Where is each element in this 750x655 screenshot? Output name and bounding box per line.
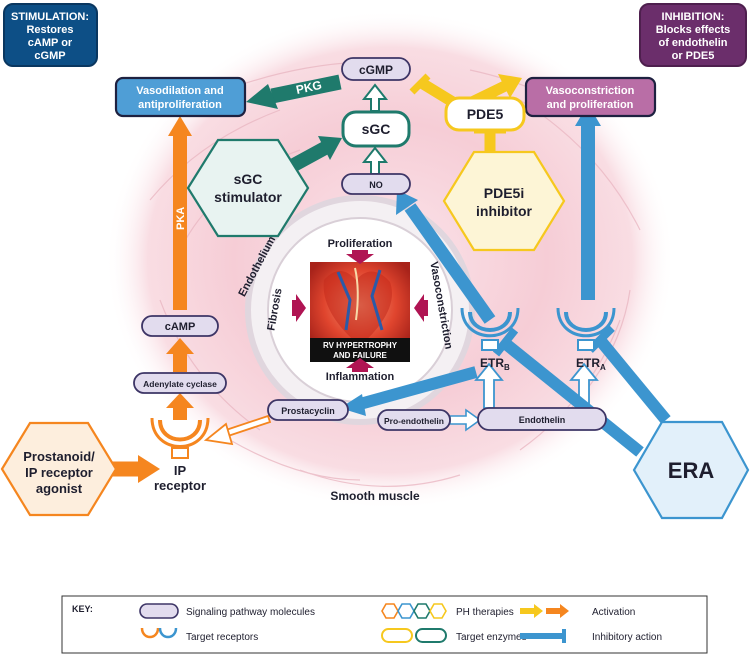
- key-legend: KEY: Signaling pathway molecules Target …: [61, 595, 708, 654]
- pka-label: PKA: [175, 207, 187, 230]
- svg-text:Inhibitory action: Inhibitory action: [592, 632, 662, 643]
- key-receptor-swatch: [140, 627, 178, 639]
- svg-text:cAMP or: cAMP or: [28, 37, 73, 49]
- svg-text:Activation: Activation: [592, 607, 635, 618]
- prostacyclin-to-ip-arrow: [203, 414, 272, 446]
- svg-text:IP: IP: [174, 463, 187, 478]
- center-pointer-arrows: [292, 250, 428, 372]
- svg-text:of endothelin: of endothelin: [658, 37, 727, 49]
- cgmp-pill: cGMP: [341, 57, 411, 81]
- svg-text:Vasodilation and: Vasodilation and: [136, 85, 223, 97]
- svg-text:STIMULATION:: STIMULATION:: [11, 11, 89, 23]
- svg-text:or PDE5: or PDE5: [672, 50, 715, 62]
- smooth-muscle-label: Smooth muscle: [330, 489, 420, 503]
- svg-text:Restores: Restores: [26, 24, 73, 36]
- svg-text:ETRA: ETRA: [576, 356, 606, 372]
- svg-text:PDE5: PDE5: [467, 106, 504, 122]
- svg-text:and proliferation: and proliferation: [547, 99, 634, 111]
- era-hexagon: ERA: [632, 420, 750, 520]
- adenylate-to-camp-arrow: [166, 338, 194, 372]
- sgc-enzyme: sGC: [341, 110, 411, 148]
- inhibition-callout: INHIBITION: Blocks effects of endothelin…: [639, 3, 747, 67]
- endothelin-to-etrb-arrow: [474, 362, 504, 409]
- svg-text:cGMP: cGMP: [359, 63, 393, 77]
- svg-text:Prostanoid/: Prostanoid/: [23, 449, 95, 464]
- camp-pill: cAMP: [141, 315, 219, 337]
- sgc-stimulator-hexagon: sGC stimulator: [186, 138, 310, 238]
- ip-receptor: IP receptor: [150, 417, 210, 493]
- key-activation-swatch: [520, 604, 569, 618]
- svg-text:RV HYPERTROPHY: RV HYPERTROPHY: [323, 341, 398, 350]
- etrb-to-prostacyclin-arrow: [340, 366, 478, 416]
- vasodilation-box: Vasodilation and antiproliferation: [114, 76, 247, 118]
- pro-endothelin-pill: Pro-endothelin: [377, 409, 451, 431]
- pka-activation-arrow: PKA: [168, 116, 192, 310]
- svg-text:Target receptors: Target receptors: [186, 632, 258, 643]
- no-to-sgc-arrow: [361, 146, 389, 175]
- vasoconstriction-box: Vasoconstriction and proliferation: [524, 76, 657, 118]
- etrb-receptor: ETRB: [460, 307, 520, 372]
- svg-text:PH therapies: PH therapies: [456, 607, 514, 618]
- svg-text:stimulator: stimulator: [214, 189, 282, 205]
- svg-text:Blocks effects: Blocks effects: [656, 24, 731, 36]
- ip-to-adenylate-arrow: [166, 393, 194, 420]
- sgc-stimulator-activation-arrow: [288, 136, 342, 173]
- svg-text:Signaling pathway molecules: Signaling pathway molecules: [186, 607, 315, 618]
- key-therapy-swatch: [381, 603, 447, 619]
- pde5i-inhibitor-hexagon: PDE5i inhibitor: [442, 150, 566, 252]
- heart-illustration: RV HYPERTROPHY AND FAILURE: [310, 262, 410, 362]
- smooth-muscle-background: [105, 10, 675, 510]
- svg-text:Adenylate cyclase: Adenylate cyclase: [143, 379, 217, 389]
- svg-text:NO: NO: [369, 180, 383, 190]
- svg-text:AND FAILURE: AND FAILURE: [333, 351, 387, 360]
- key-inhibition-swatch: [520, 629, 566, 643]
- svg-text:sGC: sGC: [362, 121, 391, 137]
- svg-text:Proliferation: Proliferation: [328, 238, 393, 250]
- svg-text:receptor: receptor: [154, 478, 206, 493]
- svg-text:IP receptor: IP receptor: [25, 465, 93, 480]
- svg-text:cAMP: cAMP: [165, 321, 196, 333]
- svg-text:INHIBITION:: INHIBITION:: [662, 11, 725, 23]
- key-molecule-swatch: [139, 603, 179, 619]
- svg-text:agonist: agonist: [36, 481, 83, 496]
- pro-endothelin-to-endothelin-arrow: [449, 408, 482, 432]
- pkg-label: PKG: [295, 78, 323, 97]
- svg-text:sGC: sGC: [234, 171, 263, 187]
- adenylate-cyclase-pill: Adenylate cyclase: [133, 372, 227, 394]
- svg-text:ERA: ERA: [668, 458, 715, 483]
- svg-text:PDE5i: PDE5i: [484, 185, 524, 201]
- svg-text:cGMP: cGMP: [34, 50, 65, 62]
- svg-text:Prostacyclin: Prostacyclin: [281, 406, 335, 416]
- pde5-enzyme: PDE5: [444, 96, 526, 132]
- svg-text:ETRB: ETRB: [480, 356, 510, 372]
- sgc-to-cgmp-arrow: [361, 83, 389, 112]
- svg-text:Target enzymes: Target enzymes: [456, 632, 527, 643]
- etrb-to-no-arrow: [396, 190, 496, 324]
- svg-text:Inflammation: Inflammation: [326, 371, 395, 383]
- stimulation-callout: STIMULATION: Restores cAMP or cGMP: [3, 3, 98, 67]
- prostanoid-agonist-hexagon: Prostanoid/ IP receptor agonist: [0, 421, 118, 517]
- svg-text:Vasoconstriction: Vasoconstriction: [546, 85, 635, 97]
- svg-text:inhibitor: inhibitor: [476, 203, 533, 219]
- etra-receptor: ETRA: [556, 307, 616, 372]
- key-enzyme-swatch: [381, 628, 447, 643]
- no-pill: NO: [341, 173, 411, 195]
- svg-text:antiproliferation: antiproliferation: [138, 99, 222, 111]
- endothelin-pill: Endothelin: [477, 407, 607, 431]
- era-inhibition-lines: [492, 325, 671, 457]
- pkg-activation-arrow: PKG: [246, 74, 342, 109]
- svg-text:Pro-endothelin: Pro-endothelin: [384, 416, 444, 426]
- prostacyclin-pill: Prostacyclin: [267, 399, 349, 421]
- svg-text:KEY:: KEY:: [72, 604, 93, 614]
- svg-text:Endothelin: Endothelin: [519, 415, 566, 425]
